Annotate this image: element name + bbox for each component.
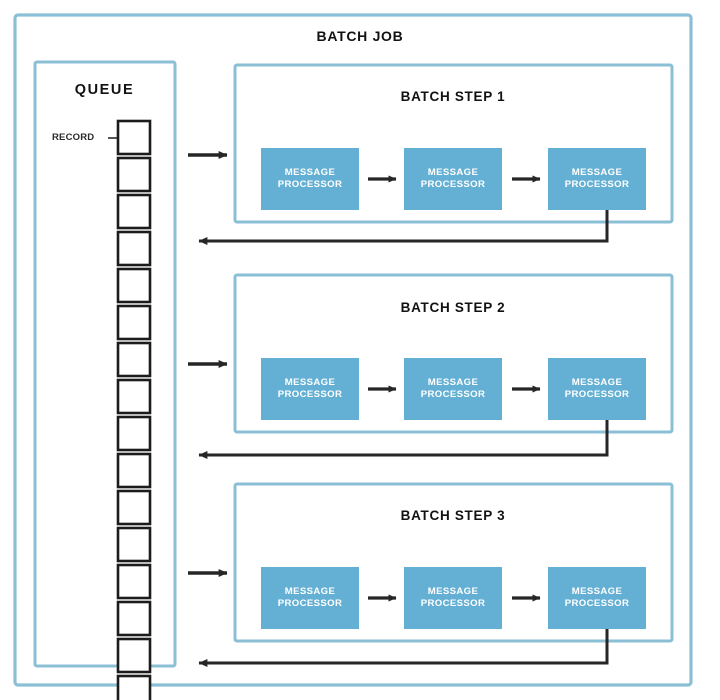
message-processor-box (548, 358, 646, 420)
queue-record-box (116, 637, 152, 674)
batch-step-1-title: BATCH STEP 1 (400, 89, 506, 104)
queue-record-box (116, 674, 152, 700)
batch-step-2-title: BATCH STEP 2 (400, 300, 506, 315)
batch-step-3-title: BATCH STEP 3 (400, 508, 506, 523)
message-processor-box (404, 567, 502, 629)
queue-title: QUEUE (74, 82, 135, 98)
queue-record-list (116, 119, 152, 700)
queue-record-box (116, 230, 152, 267)
batch-job-title: BATCH JOB (316, 28, 404, 44)
queue-container (33, 60, 177, 668)
queue-record-box (116, 156, 152, 193)
step-3-return-arrow (198, 629, 609, 667)
queue-record-box (116, 452, 152, 489)
queue-record-box (116, 526, 152, 563)
message-processor-box (404, 148, 502, 210)
queue-record-box (116, 267, 152, 304)
queue-record-box (116, 341, 152, 378)
queue-record-box (116, 378, 152, 415)
message-processor-box (261, 358, 359, 420)
step-2-return-arrow (198, 420, 609, 459)
queue-record-box (116, 193, 152, 230)
queue-record-box (116, 600, 152, 637)
message-processor-box (261, 567, 359, 629)
queue-record-box (116, 415, 152, 452)
queue-record-box (116, 304, 152, 341)
message-processor-box (404, 358, 502, 420)
message-processor-box (548, 148, 646, 210)
queue-record-box (116, 489, 152, 526)
step-1-return-arrow (198, 210, 609, 245)
message-processor-box (548, 567, 646, 629)
message-processor-box (261, 148, 359, 210)
record-label: RECORD (52, 132, 95, 143)
queue-record-box (116, 119, 152, 156)
queue-record-box (116, 563, 152, 600)
